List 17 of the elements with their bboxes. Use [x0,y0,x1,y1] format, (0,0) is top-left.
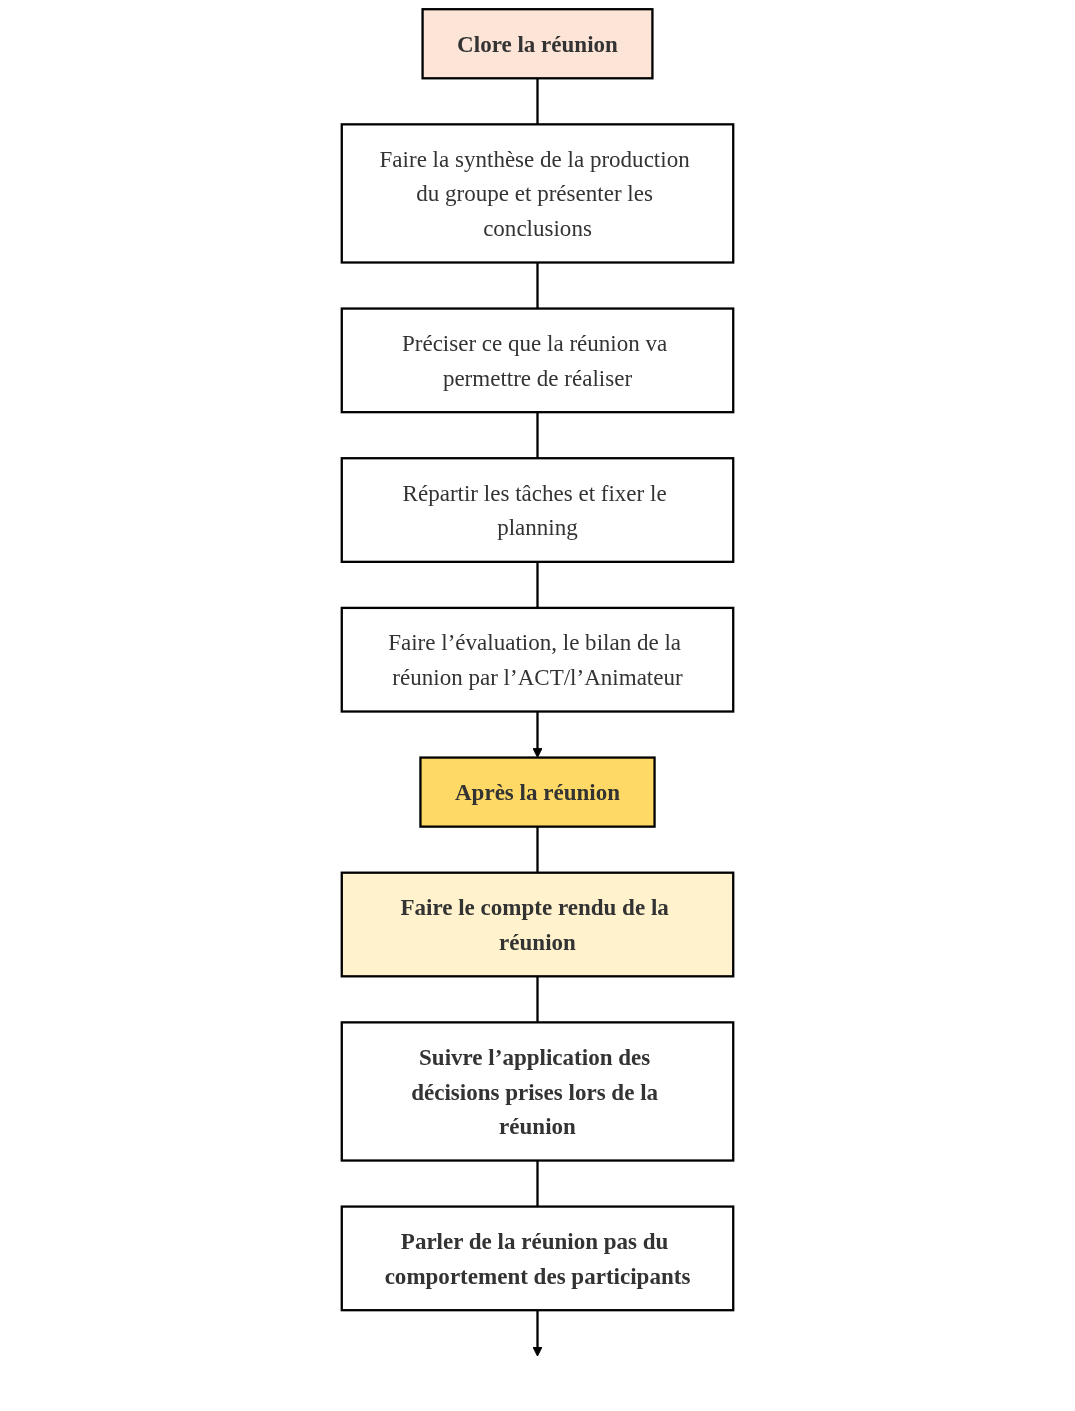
node-box: Préciser ce que la réunion va permettre de réaliser [340,307,735,414]
node-box: Après la réunion [419,756,656,828]
node-box: Clore la réunion [421,8,654,80]
node-box: Faire la synthèse de la production du groupe et présenter les conclusions [340,123,735,264]
connector [536,561,539,608]
connector [536,826,539,873]
connector [536,1160,539,1207]
connector [536,412,539,459]
node-box: Faire l’évaluation, le bilan de la réunion par l’ACT/l’Animateur [340,606,735,713]
node-box: Faire le compte rendu de la réunion [340,871,735,978]
arrow [532,1310,543,1357]
connector [536,976,539,1023]
connector [536,78,539,125]
node-box: Suivre l’application des décisions prises lors de la réunion [340,1021,735,1162]
node-box: Parler de la réunion pas du comportement des participants [340,1205,735,1312]
connector [536,262,539,309]
node-box: Répartir les tâches et fixer le planning [340,457,735,563]
